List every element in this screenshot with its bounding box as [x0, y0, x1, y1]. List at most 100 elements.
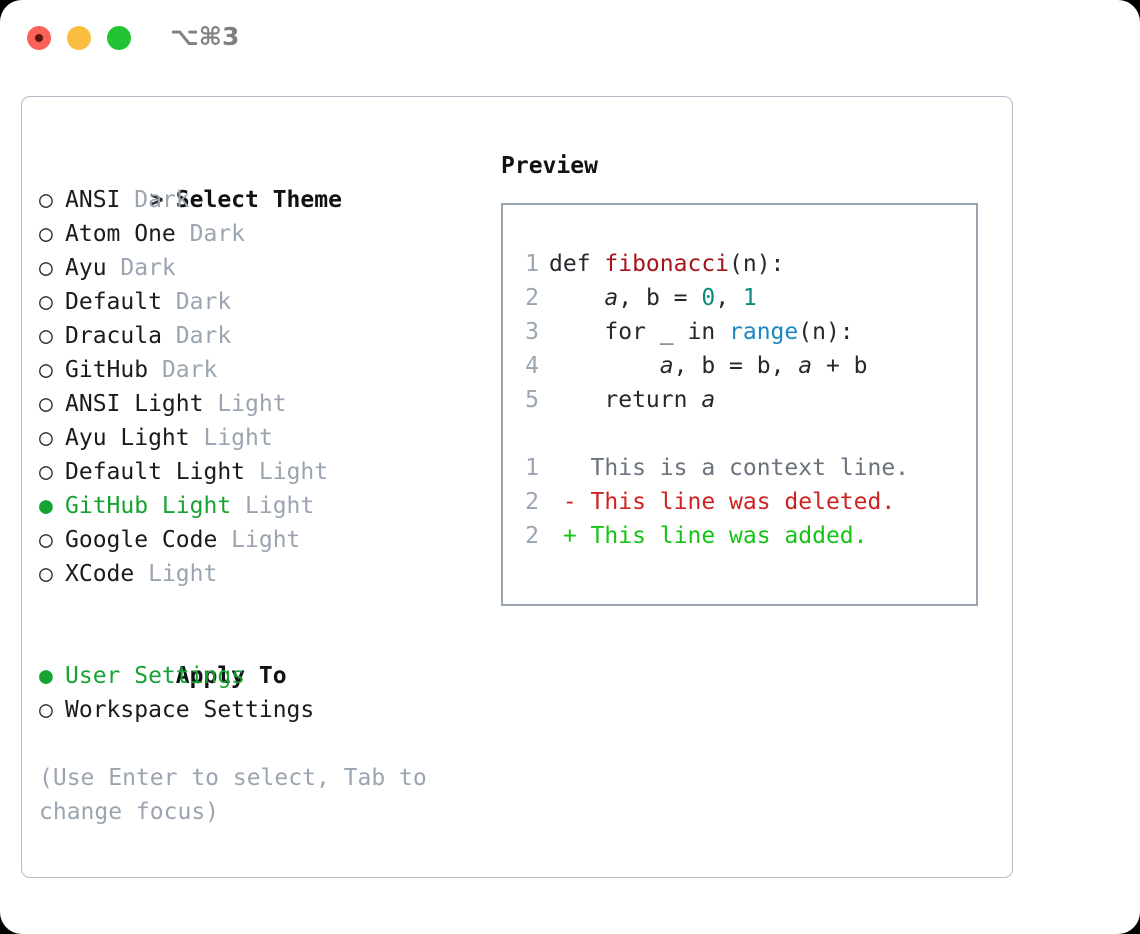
- apply-to-heading-label: Apply To: [175, 663, 287, 689]
- radio-unselected-icon: ○: [39, 323, 53, 349]
- theme-option-github[interactable]: ○ GitHub Dark: [39, 353, 479, 387]
- theme-variant-badge: Light: [258, 459, 329, 485]
- code-token: + b: [812, 353, 868, 379]
- theme-option-label: GitHub: [65, 357, 162, 383]
- diff-line-text: - This line was deleted.: [549, 489, 896, 515]
- radio-unselected-icon: ○: [39, 697, 53, 723]
- code-token: for _ in: [549, 319, 730, 345]
- diff-line-text: This is a context line.: [549, 455, 910, 481]
- line-number: 5: [525, 387, 539, 413]
- line-number: 2: [525, 489, 539, 515]
- theme-option-list[interactable]: ○ANSI Dark○Atom One Dark○Ayu Dark○Defaul…: [39, 183, 479, 591]
- radio-selected-icon: ●: [39, 663, 53, 689]
- theme-option-dracula[interactable]: ○ Dracula Dark: [39, 319, 479, 353]
- code-line: 2 a, b = 0, 1: [505, 281, 974, 315]
- code-token: (n):: [729, 251, 785, 277]
- radio-selected-icon: ●: [39, 493, 53, 519]
- title-bar: ⌥⌘3: [0, 0, 1140, 78]
- apply-to-option-user-settings[interactable]: ● User Settings: [39, 659, 479, 693]
- theme-variant-badge: Dark: [189, 221, 246, 247]
- maximize-window-button[interactable]: [107, 26, 131, 50]
- preview-heading: Preview: [501, 153, 598, 179]
- diff-line-context: 1 This is a context line.: [505, 451, 974, 485]
- apply-to-option-label: Workspace Settings: [65, 697, 315, 723]
- radio-unselected-icon: ○: [39, 425, 53, 451]
- theme-variant-badge: Light: [217, 391, 287, 417]
- theme-option-ansi-light[interactable]: ○ ANSI Light Light: [39, 387, 479, 421]
- theme-option-label: XCode: [65, 561, 149, 587]
- theme-option-label: Ayu Light: [65, 425, 204, 451]
- theme-option-label: Google Code: [65, 527, 232, 553]
- radio-unselected-icon: ○: [39, 357, 53, 383]
- radio-unselected-icon: ○: [39, 527, 53, 553]
- line-number: 4: [525, 353, 539, 379]
- code-token: [549, 285, 604, 311]
- code-token: return: [549, 387, 702, 413]
- code-token: 0: [701, 285, 716, 311]
- radio-unselected-icon: ○: [39, 459, 53, 485]
- theme-option-github-light[interactable]: ● GitHub Light Light: [39, 489, 479, 523]
- theme-option-label: Atom One: [65, 221, 190, 247]
- theme-option-default[interactable]: ○Default Dark: [39, 285, 479, 319]
- apply-to-option-list[interactable]: ● User Settings ○ Workspace Settings: [39, 659, 479, 727]
- theme-variant-badge: Light: [148, 561, 218, 587]
- theme-variant-badge: Dark: [175, 323, 232, 349]
- code-token: (n):: [798, 319, 854, 345]
- theme-variant-badge: Dark: [161, 357, 218, 383]
- line-number: 2: [525, 285, 539, 311]
- code-line: 1 def fibonacci(n):: [505, 247, 974, 281]
- apply-to-option-workspace-settings[interactable]: ○ Workspace Settings: [39, 693, 479, 727]
- close-window-button[interactable]: [27, 26, 51, 50]
- code-line: 3 for _ in range(n):: [505, 315, 974, 349]
- prompt-caret-icon: >: [149, 187, 164, 213]
- apply-to-heading: Apply To: [39, 625, 479, 689]
- code-token: a: [701, 387, 716, 413]
- code-token: 1: [742, 285, 757, 311]
- radio-unselected-icon: ○: [39, 561, 53, 587]
- theme-selector-panel: >Select Theme ○ANSI Dark○Atom One Dark○A…: [21, 96, 1013, 878]
- theme-variant-badge: Dark: [134, 187, 190, 213]
- theme-option-xcode[interactable]: ○ XCode Light: [39, 557, 479, 591]
- line-number: 3: [525, 319, 539, 345]
- theme-option-label: ANSI Light: [65, 391, 218, 417]
- theme-option-atom-one[interactable]: ○ Atom One Dark: [39, 217, 479, 251]
- theme-option-ayu-light[interactable]: ○ Ayu Light Light: [39, 421, 479, 455]
- radio-unselected-icon: ○: [39, 221, 53, 247]
- code-diff-separator: [505, 417, 974, 451]
- theme-option-ayu[interactable]: ○Ayu Dark: [39, 251, 479, 285]
- theme-option-label: Ayu: [65, 255, 121, 281]
- theme-option-label: Dracula: [65, 323, 176, 349]
- theme-option-default-light[interactable]: ○ Default Light Light: [39, 455, 479, 489]
- code-token: def: [549, 251, 605, 277]
- line-number: 2: [525, 523, 539, 549]
- code-token: , b =: [618, 285, 702, 311]
- radio-unselected-icon: ○: [39, 391, 53, 417]
- theme-variant-badge: Light: [231, 527, 301, 553]
- theme-option-label: Default Light: [65, 459, 259, 485]
- code-token: range: [729, 319, 799, 345]
- theme-variant-badge: Dark: [120, 255, 176, 281]
- code-token: a: [798, 353, 813, 379]
- apply-to-option-label: User Settings: [65, 663, 246, 689]
- keyboard-shortcut-label: ⌥⌘3: [170, 22, 240, 51]
- line-number: 1: [525, 251, 539, 277]
- code-token: a: [604, 285, 619, 311]
- code-token: ,: [715, 285, 743, 311]
- theme-option-label: ANSI: [65, 187, 135, 213]
- theme-option-label: Default: [65, 289, 176, 315]
- code-line: 5 return a: [505, 383, 974, 417]
- theme-variant-badge: Light: [245, 493, 315, 519]
- minimize-window-button[interactable]: [67, 26, 91, 50]
- theme-option-google-code[interactable]: ○ Google Code Light: [39, 523, 479, 557]
- code-token: fibonacci: [604, 251, 730, 277]
- code-token: , b = b,: [673, 353, 799, 379]
- line-number: 1: [525, 455, 539, 481]
- theme-option-ansi[interactable]: ○ANSI Dark: [39, 183, 479, 217]
- diff-line-deleted: 2 - This line was deleted.: [505, 485, 974, 519]
- theme-option-label: GitHub Light: [65, 493, 246, 519]
- theme-variant-badge: Light: [203, 425, 273, 451]
- keyboard-hint-text: (Use Enter to select, Tab to change focu…: [39, 765, 427, 825]
